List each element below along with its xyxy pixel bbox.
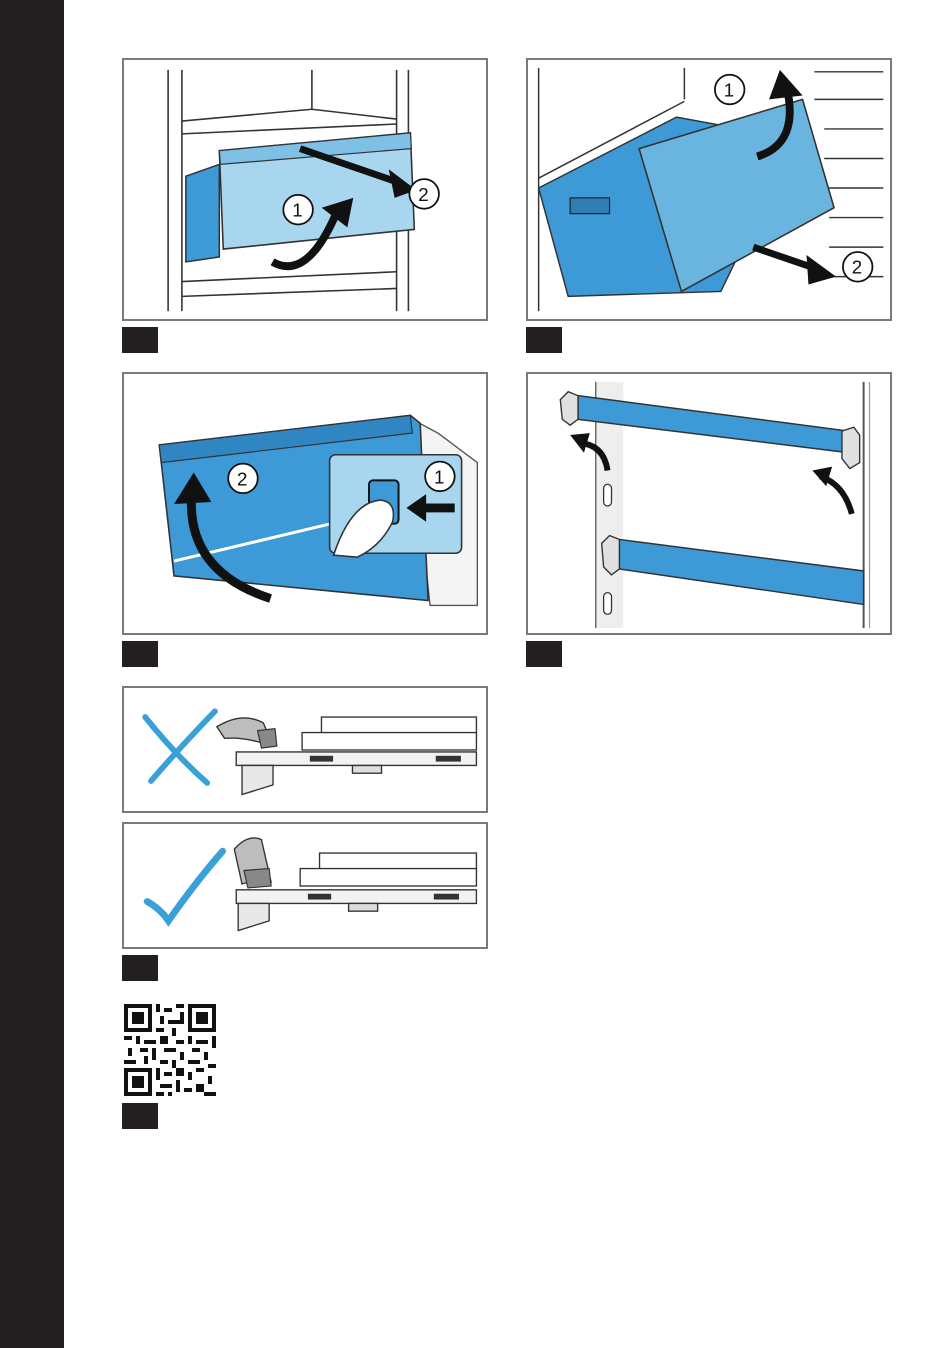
- figure-drawer-tilt-out: 1 2: [526, 58, 892, 321]
- figure-drawer-front-release: 2 1: [122, 372, 488, 635]
- figure-number-tag: [122, 641, 158, 667]
- figure-number-tag: [526, 641, 562, 667]
- figure-drawer-remove: 1 2: [122, 58, 488, 321]
- callout-1: 1: [434, 466, 444, 487]
- figure-runner-correct: [122, 822, 488, 949]
- cross-icon: [145, 711, 215, 783]
- page-sidebar-strip: [0, 0, 64, 1348]
- rail-lower-shape: [619, 539, 863, 604]
- figure-number-tag: [122, 955, 158, 981]
- qr-code-icon: [124, 1004, 216, 1096]
- figure-number-tag: [122, 327, 158, 353]
- callout-2: 2: [852, 257, 862, 278]
- figure-runner-wrong: [122, 686, 488, 813]
- figure-number-tag: [122, 1103, 158, 1129]
- arrow-pull-out-icon: [753, 247, 836, 284]
- check-icon: [147, 851, 223, 921]
- callout-1: 1: [292, 200, 302, 221]
- figure-number-tag: [526, 327, 562, 353]
- callout-2: 2: [237, 468, 247, 489]
- arrow-hook-in-icon: [812, 467, 851, 514]
- callout-1: 1: [724, 79, 734, 100]
- callout-2: 2: [418, 184, 428, 205]
- figure-rail-mount: [526, 372, 892, 635]
